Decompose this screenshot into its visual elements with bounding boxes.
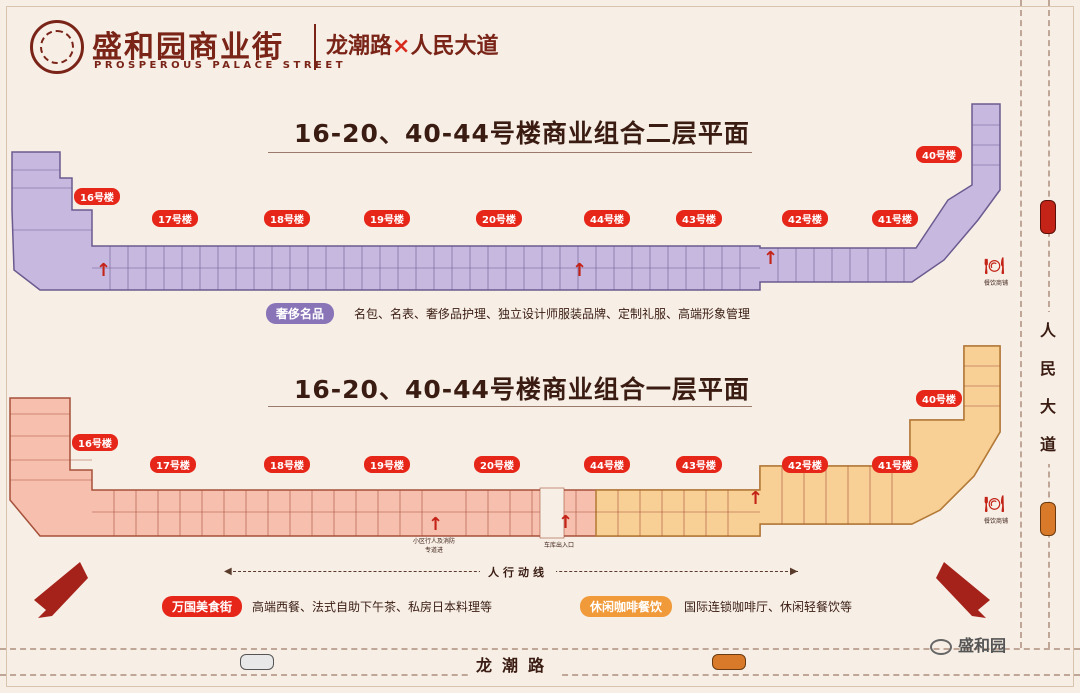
floor1-bldg-43: 43号楼 <box>676 456 722 473</box>
floor1-dining-icon: 🍽 <box>984 494 1005 513</box>
floor1-plan <box>9 345 1001 539</box>
category-food-street-pill: 万国美食街 <box>162 596 243 617</box>
floor2-bldg-40: 40号楼 <box>916 146 962 163</box>
floor2-bldg-41: 41号楼 <box>872 210 918 227</box>
floor1-bldg-17: 17号楼 <box>150 456 196 473</box>
renmin-avenue-label: 人民大道 <box>1038 312 1058 464</box>
flow-line-left-arrow-icon: ◀ <box>224 566 232 577</box>
brand-road-b: 人民大道 <box>410 34 499 59</box>
watermark-text: 盛和园 <box>958 636 1007 655</box>
floor2-bldg-44: 44号楼 <box>584 210 630 227</box>
floor2-bldg-20: 20号楼 <box>476 210 522 227</box>
floor2-plan <box>11 103 1001 291</box>
floor2-bldg-17: 17号楼 <box>152 210 198 227</box>
floor1-bldg-40: 40号楼 <box>916 390 962 407</box>
floor2-stair-arrow-icon: ↑ <box>763 248 779 269</box>
floor1-title-rule <box>268 406 752 407</box>
flow-line-right-arrow-icon: ▶ <box>790 566 798 577</box>
floor1-dining-label: 餐饮商铺 <box>984 518 1009 525</box>
brand-divider <box>314 24 316 70</box>
category-cafe-pill: 休闲咖啡餐饮 <box>580 596 673 617</box>
floor1-bldg-42: 42号楼 <box>782 456 828 473</box>
floor2-stair-arrow-west-icon: ↑ <box>96 260 112 281</box>
floor1-stair-arrow-icon: ↑ <box>748 488 764 509</box>
floor2-stair-arrow-mid-icon: ↑ <box>572 260 588 281</box>
floor2-bldg-16: 16号楼 <box>74 188 120 205</box>
floor2-bldg-19: 19号楼 <box>364 210 410 227</box>
floor1-residential-entry-label: 小区行人及消防专道进 <box>412 538 455 554</box>
floor1-residential-entry-icon: ↑ <box>428 514 444 535</box>
floor2-category-desc: 名包、名表、奢侈品护理、独立设计师服装品牌、定制礼服、高端形象管理 <box>354 307 751 321</box>
floor2-title: 16-20、40-44号楼商业组合二层平面 <box>294 119 750 148</box>
brand-road-x: × <box>392 34 411 59</box>
floor1-title: 16-20、40-44号楼商业组合一层平面 <box>294 375 750 404</box>
floor1-bldg-16: 16号楼 <box>72 434 118 451</box>
floor1-bldg-19: 19号楼 <box>364 456 410 473</box>
wechat-icon <box>930 638 952 655</box>
brand-name-cn: 盛和园商业街 <box>92 30 284 65</box>
floor2-bldg-43: 43号楼 <box>676 210 722 227</box>
category-food-street-desc: 高端西餐、法式自助下午茶、私房日本料理等 <box>252 600 493 614</box>
pedestrian-flow-label: 人行动线 <box>480 564 556 580</box>
car-red-icon <box>1040 200 1056 234</box>
floor2-bldg-18: 18号楼 <box>264 210 310 227</box>
flow-arrow-right-icon <box>936 562 990 618</box>
car-orange-vertical-icon <box>1040 502 1056 536</box>
floor1-bldg-41: 41号楼 <box>872 456 918 473</box>
floor1-bldg-18: 18号楼 <box>264 456 310 473</box>
car-orange-icon <box>712 654 746 670</box>
brand-roads: 龙潮路×人民大道 <box>326 28 498 60</box>
longchao-road-label: 龙潮路 <box>470 652 561 676</box>
floor2-bldg-42: 42号楼 <box>782 210 828 227</box>
brand-name-en: PROSPEROUS PALACE STREET <box>94 60 347 71</box>
brand-logo <box>30 20 84 74</box>
car-white-icon <box>240 654 274 670</box>
floor2-dining-label: 餐饮商铺 <box>984 280 1009 287</box>
watermark: 盛和园 <box>930 632 1006 656</box>
category-cafe-desc: 国际连锁咖啡厅、休闲轻餐饮等 <box>684 600 853 614</box>
brand-road-a: 龙潮路 <box>326 34 393 59</box>
floor2-title-rule <box>268 152 752 153</box>
floor1-vehicle-entry-icon: ↑ <box>558 512 574 533</box>
floor1-vehicle-entry-label: 车库出入口 <box>544 542 575 549</box>
floor1-bldg-44: 44号楼 <box>584 456 630 473</box>
floor1-bldg-20: 20号楼 <box>474 456 520 473</box>
floor2-dining-icon: 🍽 <box>984 256 1005 275</box>
flow-arrow-left-icon <box>34 562 88 618</box>
floor2-category-pill: 奢侈名品 <box>266 303 335 324</box>
